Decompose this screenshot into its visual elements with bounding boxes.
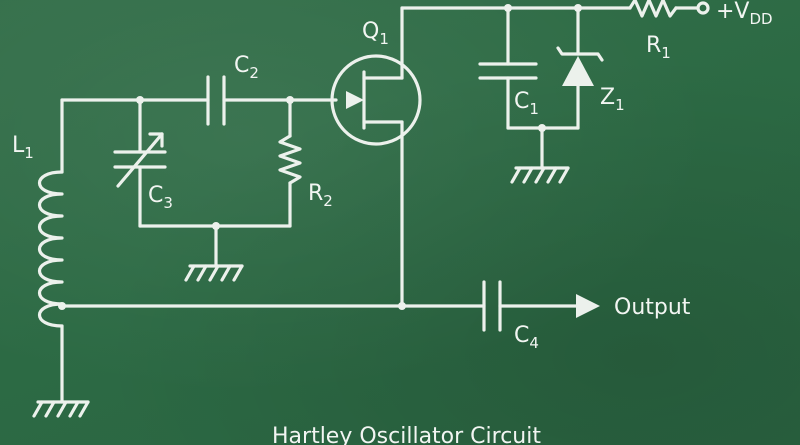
label-c3: C3 (148, 183, 173, 212)
label-l1: L1 (12, 133, 34, 162)
transistor-q1 (330, 6, 422, 308)
output-arrow (576, 294, 600, 318)
ground-symbol-c3 (184, 264, 244, 282)
resistor-r1 (628, 0, 710, 18)
capacitor-c4 (482, 280, 502, 332)
inductor-l1 (37, 98, 64, 404)
label-z1: Z1 (600, 85, 625, 114)
capacitor-c2 (206, 75, 226, 126)
zener-diode-z1 (556, 6, 604, 130)
label-q1: Q1 (362, 19, 389, 48)
label-c2: C2 (234, 53, 259, 82)
ground-symbol-c1 (510, 166, 570, 184)
diagram-caption: Hartley Oscillator Circuit (272, 424, 541, 445)
label-c4: C4 (514, 323, 539, 352)
junction-dot (398, 302, 406, 310)
label-output: Output (614, 295, 691, 320)
resistor-r2 (278, 98, 302, 228)
label-r1: R1 (646, 33, 671, 62)
ground-symbol-l1 (32, 400, 90, 418)
label-c1: C1 (514, 89, 539, 118)
gate-arrow (346, 91, 364, 109)
junction-dot (58, 302, 66, 310)
label-vdd: +VDD (716, 0, 773, 28)
capacitor-c1 (478, 6, 538, 130)
variable-capacitor-c3 (113, 98, 167, 228)
label-r2: R2 (308, 181, 333, 210)
